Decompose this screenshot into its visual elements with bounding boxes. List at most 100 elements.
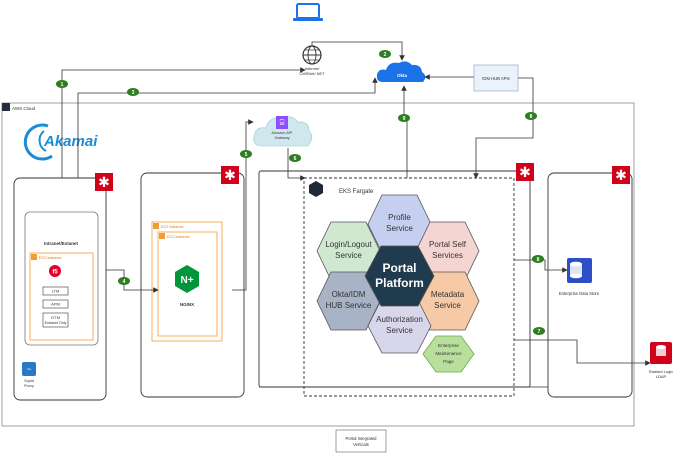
svg-text:Maintenance: Maintenance xyxy=(435,351,462,356)
svg-text:3: 3 xyxy=(132,90,135,96)
svg-text:Portal: Portal xyxy=(382,261,416,275)
squid-label-1: Squid xyxy=(24,379,34,383)
svg-text:✱: ✱ xyxy=(224,167,236,183)
laptop-icon xyxy=(293,3,323,21)
svg-text:4: 4 xyxy=(123,279,126,285)
nginx-label: NGINX xyxy=(180,302,194,307)
akamai-zone xyxy=(13,177,107,401)
svg-text:Page: Page xyxy=(443,359,454,364)
step-badge-8b: 8 xyxy=(525,112,537,120)
idm-hub-label: IDM HUB APIs xyxy=(482,76,509,81)
enterprise-data-store-icon xyxy=(567,258,592,283)
svg-text:9: 9 xyxy=(403,116,406,122)
svg-text:8: 8 xyxy=(530,114,533,120)
portal-platform-hex: Portal Platform xyxy=(364,245,435,307)
connectors xyxy=(61,41,651,388)
f5-logo: f5 xyxy=(49,265,61,277)
svg-text:7: 7 xyxy=(538,329,541,335)
okta-cloud-icon xyxy=(376,61,426,82)
svg-text:2: 2 xyxy=(384,52,387,58)
step-badge-4: 4 xyxy=(118,277,130,285)
svg-text:✱: ✱ xyxy=(519,164,531,180)
intranet-ec2-box xyxy=(29,252,94,341)
enterprise-maintenance-hex: Enterprise Maintenance Page xyxy=(422,335,475,373)
api-gateway-cloud: ⌸ xyxy=(253,116,313,147)
svg-text:⌸: ⌸ xyxy=(280,118,285,127)
api-gateway-label-2: Gateway xyxy=(275,136,290,140)
data-store-zone xyxy=(547,172,633,398)
squid-label-2: Proxy xyxy=(24,384,34,388)
svg-text:Profile: Profile xyxy=(388,213,411,222)
step-badge-6: 6 xyxy=(289,154,301,162)
svg-text:✱: ✱ xyxy=(98,174,110,190)
intranet-ec2-label: EC2 instance xyxy=(39,256,62,260)
metadata-service-hex: Metadata Service xyxy=(415,271,480,331)
nginx-inner-ec2-box xyxy=(157,231,218,337)
apm-label: APM xyxy=(51,302,60,307)
eks-icon xyxy=(309,181,323,197)
login-service-hex: Login/Logout Service xyxy=(316,221,381,281)
ldap-icon xyxy=(650,342,672,364)
profile-service-hex: Profile Service xyxy=(367,194,432,254)
svg-text:~: ~ xyxy=(27,365,32,374)
legend-label-2: Verticals xyxy=(353,442,369,447)
okta-label: Okta xyxy=(397,73,408,78)
nginx-outer-ec2-label: EC2 instance xyxy=(161,225,184,229)
firewall-icon: ✱ xyxy=(516,163,534,181)
okta-idm-service-hex: Okta/IDM HUB Service xyxy=(316,271,381,331)
svg-text:Services: Services xyxy=(432,251,463,260)
ltm-label: LTM xyxy=(52,289,60,294)
akamai-label: Akamai xyxy=(43,133,98,150)
firewall-icon: ✱ xyxy=(221,166,239,184)
aws-cloud-label: AWS Cloud xyxy=(12,106,36,111)
svg-text:✱: ✱ xyxy=(615,167,627,183)
svg-text:Service: Service xyxy=(335,251,362,260)
intranet-box xyxy=(24,211,99,346)
step-badge-5: 5 xyxy=(240,150,252,158)
svg-text:Login/Logout: Login/Logout xyxy=(325,240,372,249)
idm-hub-box xyxy=(473,64,519,92)
squid-icon xyxy=(22,362,36,376)
enterprise-data-store-label: Enterprise Data Store xyxy=(559,291,600,296)
intranet-title: Intranet/Extanet xyxy=(44,241,79,246)
akamai-logo: Akamai xyxy=(23,123,98,161)
eks-fargate-box xyxy=(303,177,515,397)
firewall-icon: ✱ xyxy=(95,173,113,191)
svg-text:Platform: Platform xyxy=(375,276,424,290)
nginx-inner-ec2-label: EC2 instance xyxy=(167,235,190,239)
svg-text:1: 1 xyxy=(61,82,64,88)
api-gateway-label-1: Amazon API xyxy=(272,131,293,135)
svg-text:Okta/IDM: Okta/IDM xyxy=(332,290,366,299)
svg-text:HUB Service: HUB Service xyxy=(326,301,372,310)
nginx-logo xyxy=(175,265,199,293)
svg-text:Portal Self: Portal Self xyxy=(429,240,467,249)
ltm-box xyxy=(42,286,69,296)
svg-text:5: 5 xyxy=(245,152,248,158)
step-badge-8: 8 xyxy=(532,255,544,263)
nginx-zone xyxy=(140,172,245,398)
ldap-label-1: Radiant Logic xyxy=(649,369,673,374)
svg-text:8: 8 xyxy=(537,257,540,263)
api-gateway-icon xyxy=(276,116,288,129)
step-badge-3: 3 xyxy=(127,88,139,96)
step-badge-7: 7 xyxy=(533,327,545,335)
ldap-label-2: LDAP xyxy=(656,374,667,379)
svg-text:Metadata: Metadata xyxy=(431,290,465,299)
svg-text:Service: Service xyxy=(386,326,413,335)
legend-label-1: Portal Integrated xyxy=(346,436,378,441)
svg-text:Enterprise: Enterprise xyxy=(438,343,459,348)
gtm-label-1: GTM xyxy=(51,315,60,320)
apm-box xyxy=(42,299,69,309)
svg-text:Service: Service xyxy=(434,301,461,310)
svg-text:f5: f5 xyxy=(52,270,58,276)
svg-text:N+: N+ xyxy=(180,275,193,286)
gtm-box xyxy=(42,312,69,328)
internet-label-2: CMSNet/ NET xyxy=(299,71,325,76)
svg-text:Authorization: Authorization xyxy=(376,315,423,324)
step-badge-9: 9 xyxy=(398,114,410,122)
legend-box xyxy=(335,429,387,453)
step-badge-2: 2 xyxy=(379,50,391,58)
gtm-label-2: Extranet Only xyxy=(45,321,67,325)
firewall-icon: ✱ xyxy=(612,166,630,184)
